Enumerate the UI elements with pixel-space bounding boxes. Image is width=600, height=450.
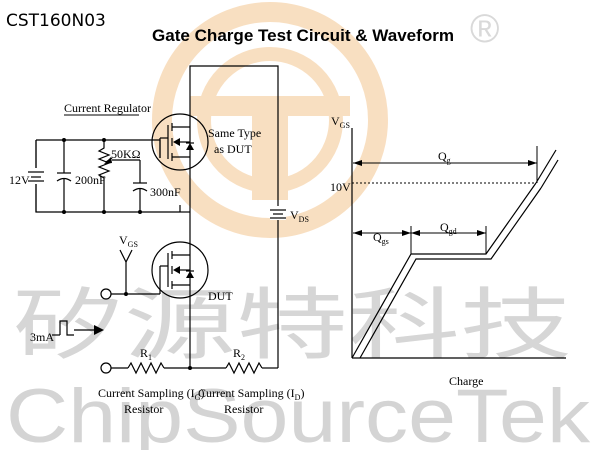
r1-label: R1: [140, 346, 152, 362]
r2-label: R2: [233, 346, 245, 362]
resistor-r2: [225, 361, 263, 375]
vgs-probe: [119, 249, 133, 276]
x-axis-label: Charge: [449, 374, 483, 388]
capacitor-300nf-label: 300nF: [150, 185, 181, 199]
qg-label: Qg: [438, 149, 451, 165]
capacitor-300nf: [132, 160, 148, 212]
vds-label: VDS: [290, 208, 309, 224]
page-title: Gate Charge Test Circuit & Waveform: [152, 26, 454, 45]
dut-mosfet: [151, 236, 209, 368]
test-circuit: Current Regulator 12V 200nF 50KΩ: [9, 65, 309, 416]
watermark: ® 矽源特科技 ChipSourceTek: [6, 2, 591, 450]
watermark-english: ChipSourceTek: [6, 374, 591, 450]
resistor-r1: [127, 361, 165, 375]
sampling-ig-label: Current Sampling (IG): [98, 386, 204, 402]
sampling-id-resistor: Resistor: [224, 402, 263, 416]
qgs-label: Qgs: [373, 230, 389, 246]
pulse-source: [52, 320, 104, 336]
qgd-label: Qgd: [440, 220, 457, 236]
pulse-current-label: 3mA: [30, 330, 54, 344]
vgs-curve: [351, 182, 537, 359]
supply-voltage-label: 12V: [9, 173, 30, 187]
reference-mosfet: [151, 113, 209, 171]
same-type-label-line2: as DUT: [214, 142, 252, 156]
potentiometer-label: 50KΩ: [111, 147, 141, 161]
y-axis-label: VGS: [331, 114, 350, 130]
gate-charge-waveform: VGS Charge 10V Qg Qgs Qgd: [330, 114, 566, 388]
current-regulator-label: Current Regulator: [64, 101, 151, 115]
potentiometer-50k: [97, 140, 113, 212]
sampling-id-label: Current Sampling (ID): [198, 386, 304, 402]
vgs-curve-offset: [359, 187, 542, 359]
watermark-registered: ®: [470, 7, 499, 51]
battery-symbol: [28, 168, 44, 184]
capacitor-200nf: [56, 140, 72, 212]
sampling-ig-resistor: Resistor: [124, 402, 163, 416]
ten-volt-label: 10V: [330, 180, 351, 194]
vds-supply: [270, 206, 286, 220]
vgs-probe-label: VGS: [119, 233, 138, 249]
watermark-chinese: 矽源特科技: [12, 281, 572, 369]
same-type-label-line1: Same Type: [208, 126, 261, 140]
dut-label: DUT: [208, 289, 233, 303]
part-number: CST160N03: [6, 11, 106, 31]
capacitor-200nf-label: 200nF: [75, 173, 106, 187]
